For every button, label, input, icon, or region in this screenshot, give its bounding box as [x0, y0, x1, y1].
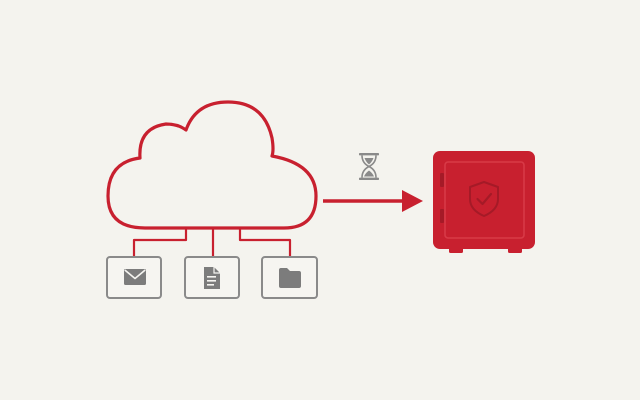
folder-icon	[279, 268, 301, 288]
document-node	[184, 256, 240, 299]
connector-cloud-to-folder	[238, 226, 292, 258]
folder-node	[261, 256, 318, 299]
safe-hinge-top	[440, 173, 444, 187]
email-node	[106, 256, 162, 299]
cloud-connectors	[132, 226, 292, 258]
cloud-outline-icon	[106, 100, 318, 230]
arrow-head	[402, 190, 423, 212]
document-icon	[204, 267, 220, 289]
safe-with-shield-check-icon	[433, 151, 535, 253]
safe-body	[433, 151, 535, 249]
envelope-icon	[124, 269, 146, 285]
hourglass-icon	[359, 153, 379, 180]
connector-cloud-to-email	[132, 226, 188, 258]
shield-check-icon	[469, 181, 499, 217]
safe-door	[444, 161, 525, 239]
safe-hinge-bottom	[440, 209, 444, 223]
transfer-arrow	[323, 190, 423, 212]
